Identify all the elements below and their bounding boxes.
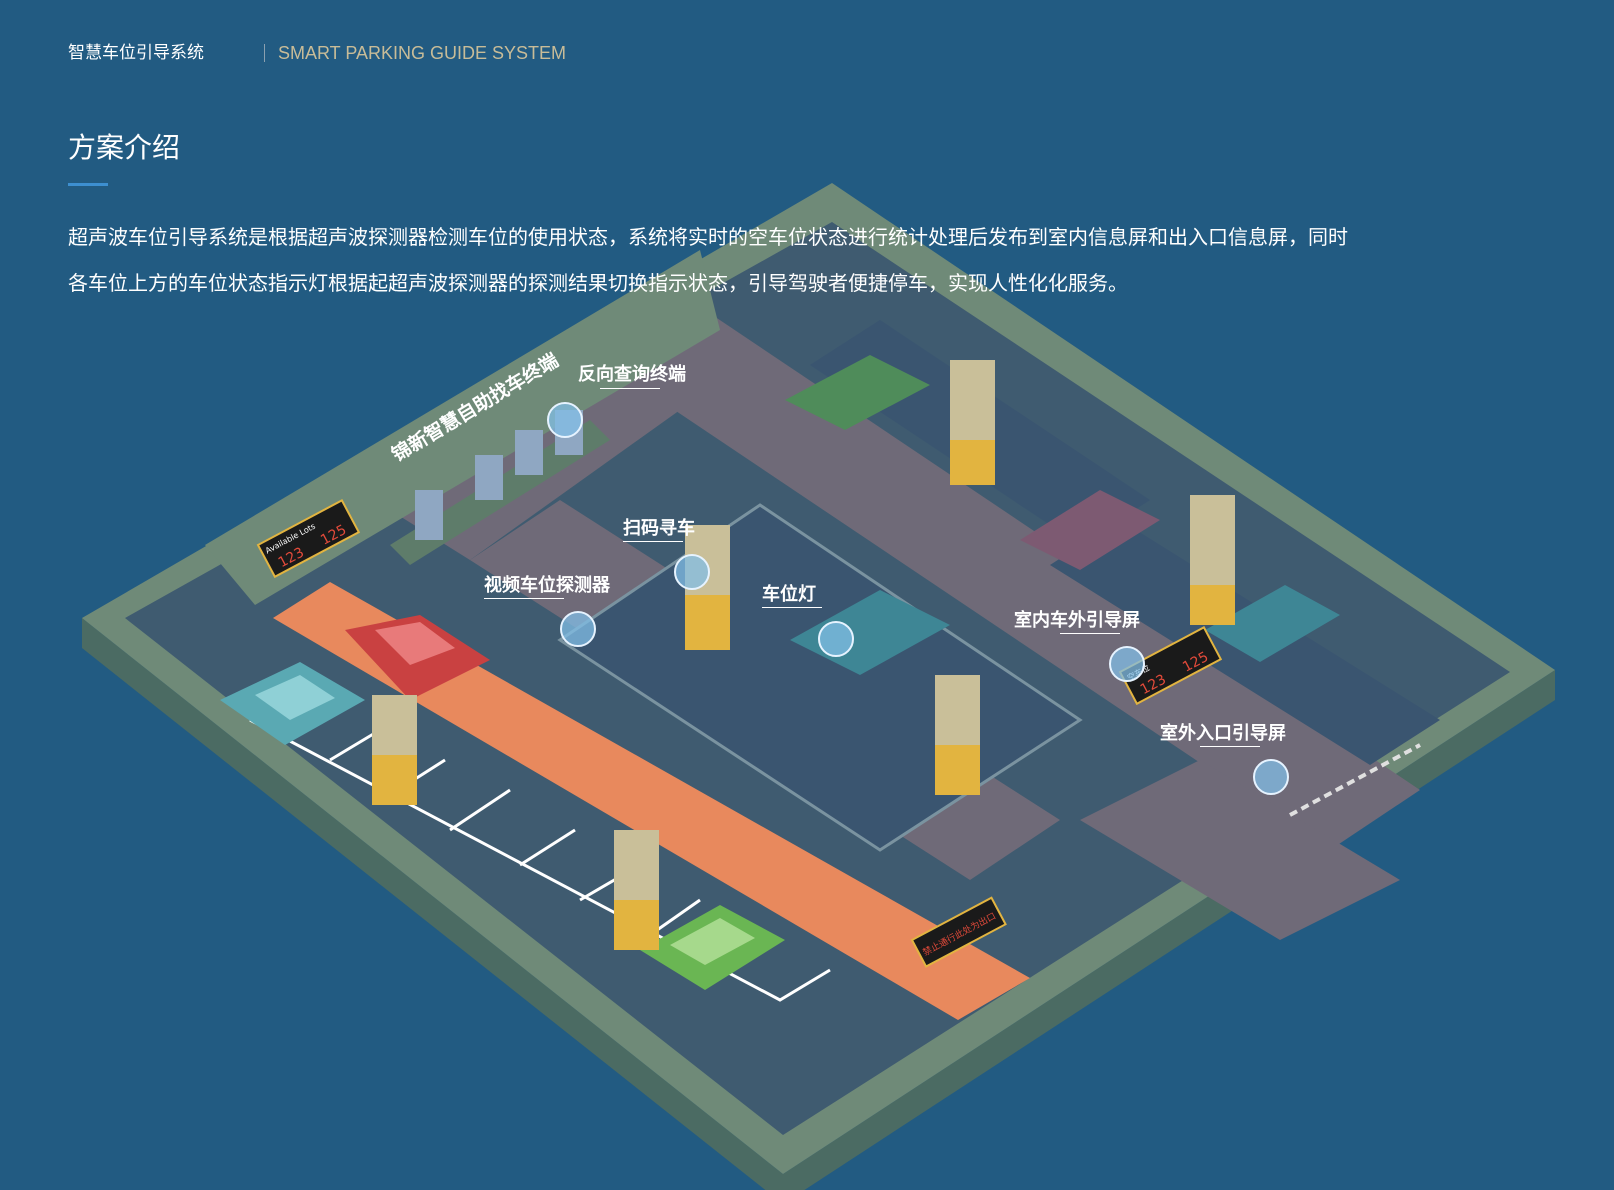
hotspot-outdoor-guide[interactable] bbox=[1253, 759, 1289, 795]
description-line: 超声波车位引导系统是根据超声波探测器检测车位的使用状态，系统将实时的空车位状态进… bbox=[68, 225, 1348, 249]
label-scan-code: 扫码寻车 bbox=[623, 518, 695, 539]
label-line bbox=[484, 598, 564, 599]
exit-barrier bbox=[1289, 743, 1421, 817]
pillar bbox=[614, 830, 659, 950]
title-underline bbox=[68, 183, 108, 186]
hotspot-space-light[interactable] bbox=[818, 621, 854, 657]
label-video-detector: 视频车位探测器 bbox=[484, 575, 610, 596]
label-reverse-query-terminal: 反向查询终端 bbox=[578, 364, 686, 385]
available-lots-sign-right: 空车位 123 125 bbox=[1118, 626, 1223, 706]
label-line bbox=[1060, 633, 1120, 634]
section-title: 方案介绍 bbox=[68, 131, 181, 164]
hotspot-video-detector[interactable] bbox=[560, 611, 596, 647]
brand-title-en: SMART PARKING GUIDE SYSTEM bbox=[278, 43, 567, 63]
hotspot-indoor-guide[interactable] bbox=[1109, 646, 1145, 682]
label-indoor-guide-screen: 室内车外引导屏 bbox=[1014, 610, 1140, 631]
label-outdoor-guide-screen: 室外入口引导屏 bbox=[1160, 723, 1286, 744]
brand-title-cn: 智慧车位引导系统 bbox=[68, 43, 204, 63]
driveway bbox=[1080, 760, 1400, 940]
car-purple bbox=[1020, 490, 1160, 570]
header-divider bbox=[264, 44, 265, 62]
pillar bbox=[950, 360, 995, 485]
orange-lane bbox=[273, 582, 1030, 1020]
label-line bbox=[600, 388, 660, 389]
section-description: 超声波车位引导系统是根据超声波探测器检测车位的使用状态，系统将实时的空车位状态进… bbox=[68, 214, 1568, 306]
label-line bbox=[623, 541, 683, 542]
car-teal bbox=[220, 662, 365, 745]
label-space-light: 车位灯 bbox=[762, 584, 816, 605]
hotspot-reverse-query[interactable] bbox=[547, 402, 583, 438]
car-red bbox=[345, 615, 490, 700]
pillar bbox=[1190, 495, 1235, 625]
car-teal-3 bbox=[1205, 585, 1340, 662]
description-line: 各车位上方的车位状态指示灯根据起超声波探测器的探测结果切换指示状态，引导驾驶者便… bbox=[68, 271, 1128, 295]
label-line bbox=[762, 607, 822, 608]
label-line bbox=[1200, 746, 1260, 747]
car-green-2 bbox=[785, 355, 930, 430]
pillar bbox=[935, 675, 980, 795]
pillar bbox=[372, 695, 417, 805]
available-lots-sign-left: Available Lots 123 125 bbox=[256, 499, 361, 579]
hotspot-scan-code[interactable] bbox=[674, 554, 710, 590]
car-green bbox=[640, 905, 785, 990]
driveway bbox=[600, 300, 1420, 850]
